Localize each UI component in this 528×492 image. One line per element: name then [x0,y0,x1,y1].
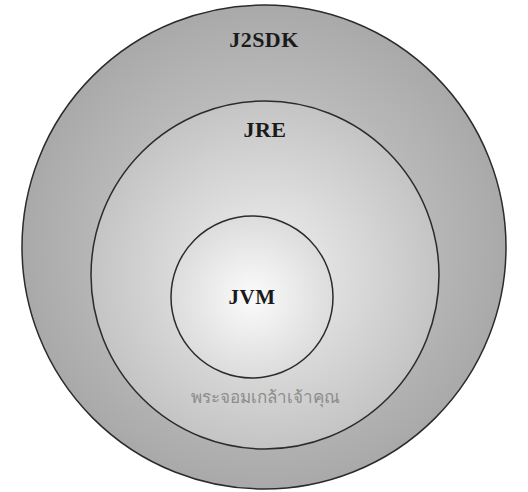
component-label: J2SDK [21,27,507,53]
nested-circle: JVM [170,215,334,379]
watermark-text: พระจอมเกล้าเจ้าคุณ [191,383,340,410]
component-label: JVM [170,285,334,310]
component-label: JRE [90,117,440,143]
nested-circle: J2SDK JRE JVM [21,4,507,490]
